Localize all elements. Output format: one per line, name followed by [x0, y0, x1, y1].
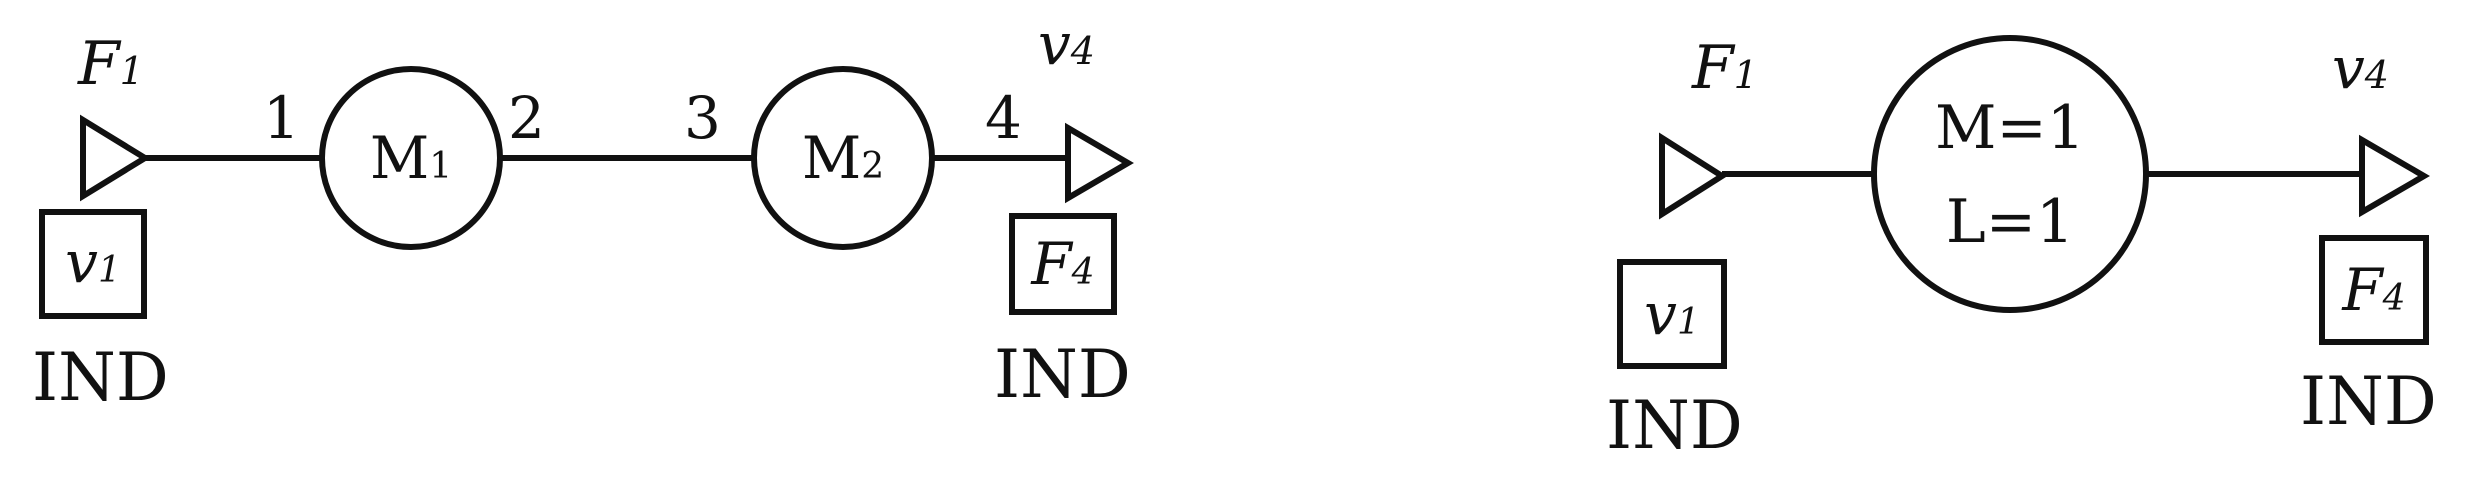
left-mass1-label: M1	[370, 124, 452, 192]
left-port-label-2: 2	[508, 84, 545, 152]
right-element-line2: L=1	[1946, 187, 2074, 257]
left-input-type-label: IND	[32, 339, 169, 416]
right-input-velocity-label: v1	[1644, 280, 1700, 348]
right-input-triangle	[1659, 132, 1728, 220]
right-input-force-label: F1	[1691, 33, 1758, 103]
left-port-label-1: 1	[263, 84, 300, 152]
right-diagram: F1 v4 M=1 L=1 v1 F4 IND IND	[1606, 33, 2437, 464]
right-output-force-box	[2319, 235, 2429, 345]
left-input-triangle	[80, 114, 151, 202]
left-output-velocity-label: v4	[1038, 10, 1095, 78]
right-output-velocity-label: v4	[2332, 34, 2389, 102]
left-output-triangle	[1065, 122, 1134, 204]
left-output-force-box	[1009, 213, 1117, 315]
left-mass2-circle	[751, 66, 935, 250]
left-mass1-circle	[319, 66, 503, 250]
right-input-type-label: IND	[1606, 387, 1743, 464]
left-output-type-label: IND	[994, 336, 1131, 413]
left-port-label-4: 4	[985, 84, 1022, 152]
left-diagram: F1 1 2 3 4 M1 M2 v4 v1 F4 IND IND	[32, 10, 1134, 416]
right-output-force-label: F4	[2341, 256, 2405, 324]
left-input-force-label: F1	[77, 29, 144, 99]
left-input-velocity-label: v1	[65, 228, 121, 296]
right-element-line1: M=1	[1935, 93, 2085, 163]
left-port-label-3: 3	[684, 84, 721, 152]
left-input-velocity-box	[39, 209, 147, 319]
right-element-circle	[1871, 35, 2149, 313]
right-output-triangle	[2359, 134, 2430, 218]
right-output-type-label: IND	[2300, 363, 2437, 440]
right-input-velocity-box	[1617, 259, 1727, 369]
left-output-force-label: F4	[1030, 230, 1094, 298]
left-mass2-label: M2	[802, 124, 884, 192]
